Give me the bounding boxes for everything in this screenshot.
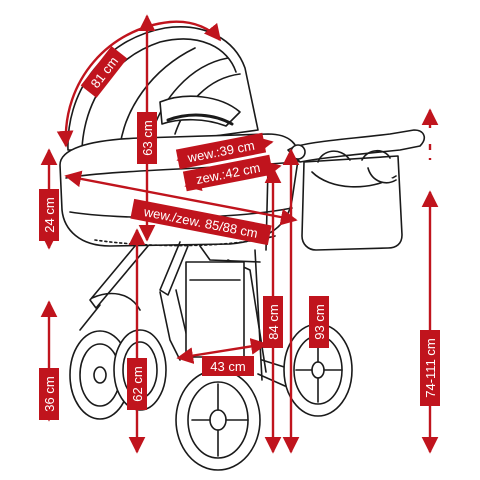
label-seat-height: 36 cm (39, 368, 59, 420)
label-hood-arc: 81 cm (80, 46, 128, 98)
rear-wheel-right (283, 323, 353, 417)
label-frame-height: 62 cm (127, 358, 147, 410)
label-height-93-text: 93 cm (312, 304, 327, 339)
label-wheelbase: 43 cm (202, 356, 254, 376)
label-handle-height: 74-111 cm (420, 330, 440, 406)
carrycot-length-dimension (64, 170, 298, 226)
label-height-84-text: 84 cm (266, 304, 281, 339)
label-hood-height: 63 cm (137, 112, 157, 164)
stroller-drawing (59, 26, 426, 471)
label-seat-height-text: 36 cm (42, 376, 57, 411)
label-height-84: 84 cm (263, 296, 283, 348)
label-frame-height-text: 62 cm (130, 366, 145, 401)
label-hood-height-text: 63 cm (140, 120, 155, 155)
label-carrycot-depth-text: 24 cm (42, 197, 57, 232)
label-carrycot-depth: 24 cm (39, 189, 59, 241)
bag (301, 149, 403, 251)
label-handle-height-text: 74-111 cm (423, 338, 438, 398)
rear-wheel-left (175, 369, 261, 471)
label-height-93: 93 cm (309, 296, 329, 348)
label-wheelbase-text: 43 cm (210, 359, 245, 374)
wheelbase-dimension (176, 338, 268, 364)
